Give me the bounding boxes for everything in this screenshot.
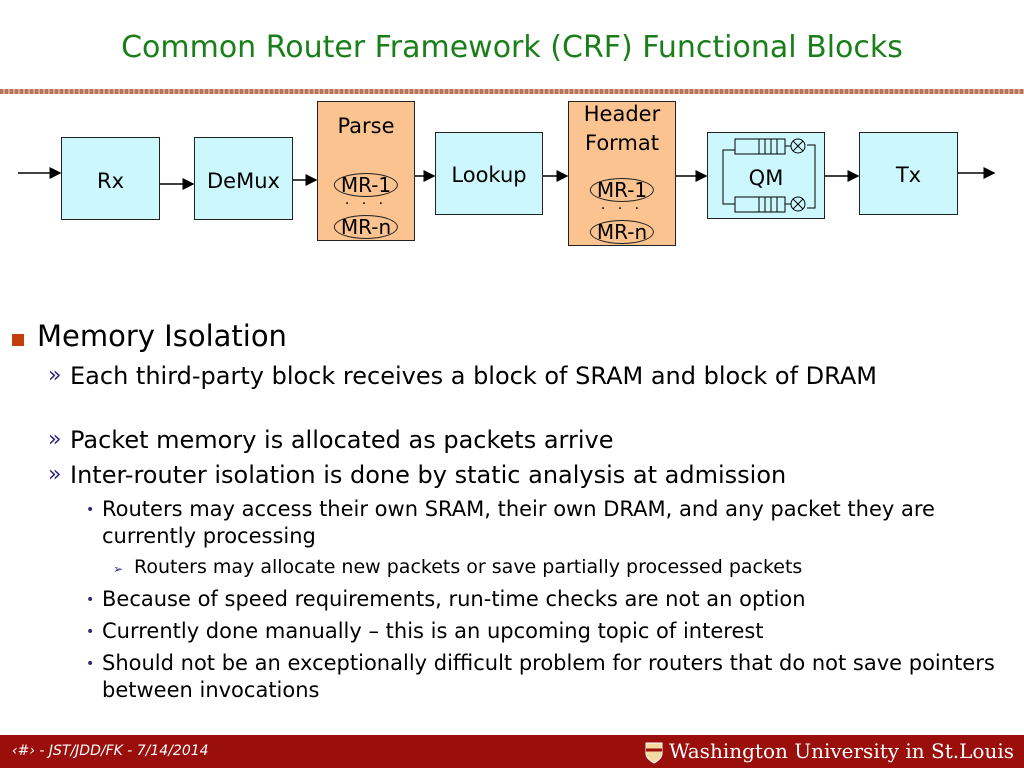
lookup-label: Lookup (451, 163, 527, 187)
double-chevron-bullet-icon: » (48, 462, 62, 487)
header-mr-1: MR-1 (589, 178, 655, 202)
qm-block: QM (707, 132, 825, 219)
title-divider (0, 89, 1024, 94)
bullet-routers-access: Routers may access their own SRAM, their… (102, 497, 935, 548)
dot-bullet-icon: • (86, 592, 95, 608)
parse-ellipsis: . . . (344, 192, 388, 208)
university-name: Washington University in St.Louis (668, 739, 1014, 763)
tx-block: Tx (859, 132, 958, 215)
bullet-currently-manual: Currently done manually – this is an upc… (102, 619, 764, 643)
demux-label: DeMux (207, 169, 280, 193)
rx-label: Rx (96, 169, 125, 193)
double-chevron-bullet-icon: » (48, 363, 62, 388)
double-chevron-bullet-icon: » (48, 427, 62, 452)
demux-block: DeMux (194, 137, 293, 220)
parse-label: Parse (337, 114, 395, 138)
dot-bullet-icon: • (86, 656, 95, 672)
queue-icon (722, 138, 816, 213)
bullet-routers-allocate: Routers may allocate new packets or save… (134, 556, 803, 578)
diagram-arrows (18, 167, 996, 190)
university-logo: Washington University in St.Louis (645, 738, 1014, 764)
footer-slide-info: ‹#› - JST/JDD/FK - 7/14/2014 (12, 743, 209, 759)
parse-mr-n: MR-n (333, 215, 399, 239)
qm-label: QM (748, 166, 784, 190)
parse-block: Parse MR-1 . . . MR-n (317, 101, 415, 241)
bullet-sram-dram: Each third-party block receives a block … (70, 362, 877, 390)
lookup-block: Lookup (435, 132, 543, 215)
tx-label: Tx (895, 163, 922, 187)
bullet-not-difficult: Should not be an exceptionally difficult… (102, 651, 995, 702)
arrowhead-bullet-icon: ➢ (113, 562, 124, 576)
bullet-memory-isolation: Memory Isolation (37, 319, 287, 353)
dot-bullet-icon: • (86, 502, 95, 518)
header-format-block: Header Format MR-1 . . . MR-n (568, 101, 676, 246)
parse-mr-1: MR-1 (333, 173, 399, 197)
rx-block: Rx (61, 137, 160, 220)
header-mr-n: MR-n (589, 220, 655, 244)
shield-icon (645, 742, 663, 764)
page-title: Common Router Framework (CRF) Functional… (121, 30, 903, 65)
footer-bar: ‹#› - JST/JDD/FK - 7/14/2014 Washington … (0, 735, 1024, 768)
square-bullet-icon (12, 334, 24, 346)
header-format-label-2: Format (584, 131, 659, 155)
bullet-inter-router: Inter-router isolation is done by static… (70, 461, 787, 489)
bullet-speed-requirements: Because of speed requirements, run-time … (102, 587, 806, 611)
header-ellipsis: . . . (600, 197, 644, 213)
bullet-packet-memory: Packet memory is allocated as packets ar… (70, 426, 614, 454)
dot-bullet-icon: • (86, 624, 95, 640)
header-format-label-1: Header (583, 102, 661, 126)
